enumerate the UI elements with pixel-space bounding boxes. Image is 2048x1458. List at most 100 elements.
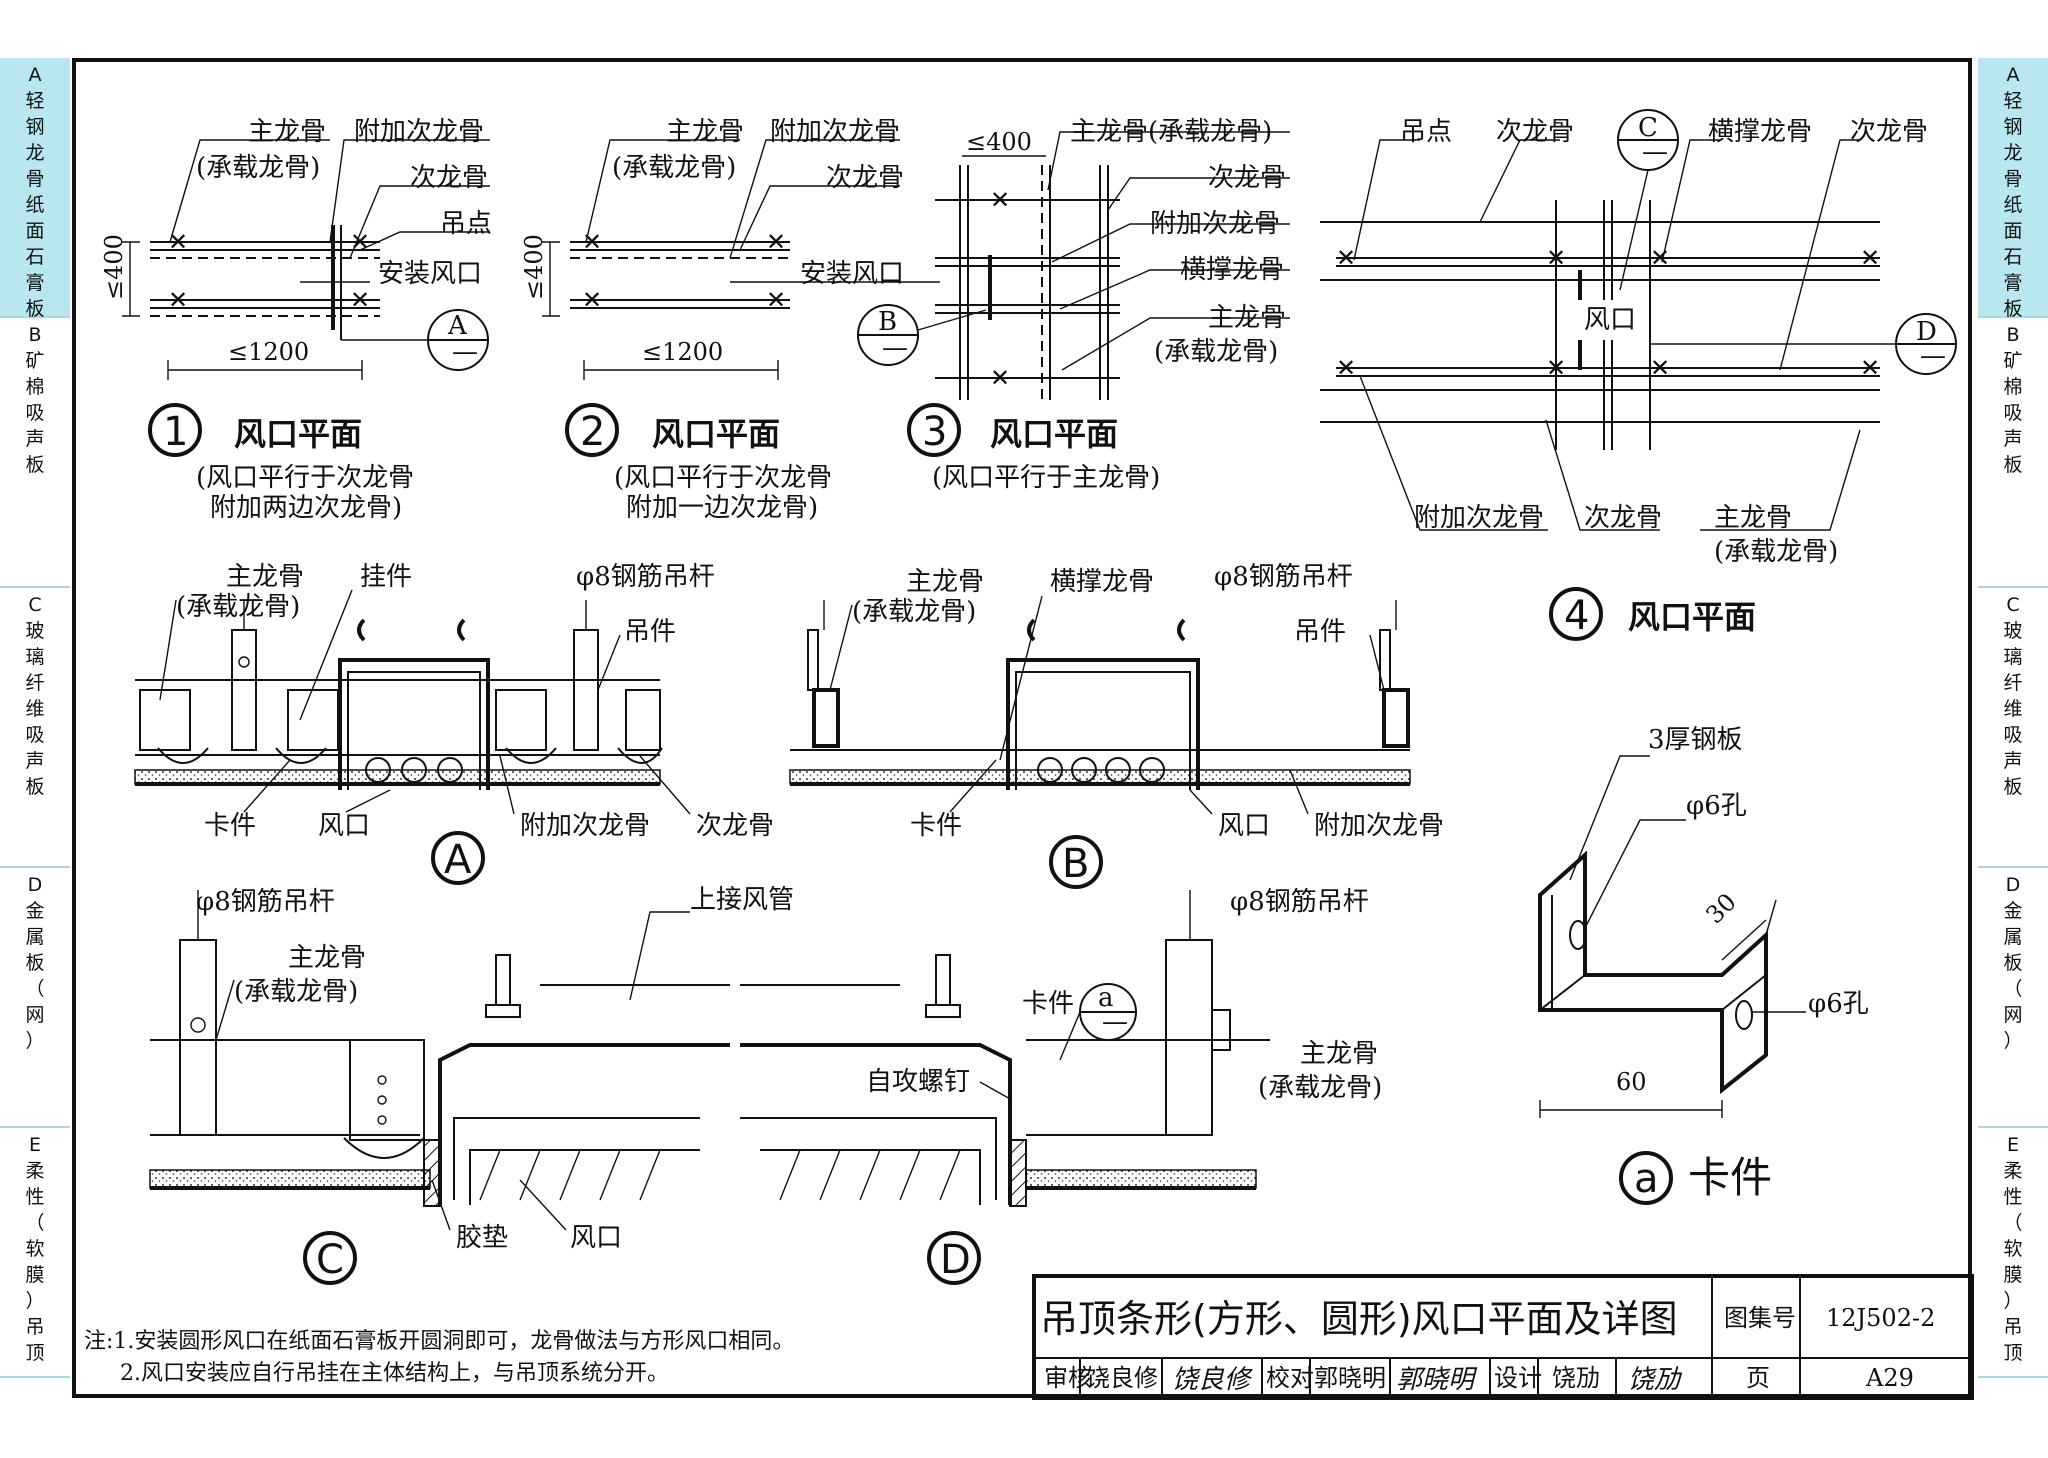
v3-dim: ≤400	[966, 128, 1032, 156]
index-tab-char: 吸	[2003, 402, 2023, 424]
index-tab-char: 膜	[25, 1264, 45, 1286]
sa-ref: A	[444, 837, 472, 883]
index-tab-char: 骨	[2003, 168, 2023, 190]
index-tab-char: 纸	[2003, 194, 2023, 216]
sc-label-main2: (承载龙骨)	[234, 977, 358, 1007]
v1-dim-h: ≤1200	[228, 338, 309, 366]
v1-title: 风口平面	[234, 415, 362, 453]
notes: 注:1.安装圆形风口在纸面石膏板开圆洞即可，龙骨做法与方形风口相同。 2.风口安…	[84, 1329, 794, 1386]
index-tab-char: 璃	[2003, 646, 2023, 668]
sd-label-main2: (承载龙骨)	[1258, 1073, 1382, 1103]
svg-text:✕: ✕	[766, 286, 786, 314]
sa-label-sec: 次龙骨	[696, 811, 774, 841]
v4-ref-c: C	[1638, 113, 1658, 143]
checker-signature: 郭晓明	[1396, 1365, 1478, 1395]
index-tab-char: ）	[25, 1290, 45, 1312]
sd-label-rod: φ8钢筋吊杆	[1230, 887, 1369, 917]
sa-label-main2: (承载龙骨)	[176, 592, 300, 622]
v2-num: 2	[580, 409, 605, 455]
index-tab-char: 钢	[25, 116, 45, 138]
da-label-hole1: φ6孔	[1686, 791, 1747, 821]
svg-text:✕: ✕	[1546, 354, 1566, 382]
sb-ref: B	[1062, 841, 1089, 887]
svg-text:✕: ✕	[582, 228, 602, 256]
index-tab-char: 板	[25, 952, 45, 974]
svg-text:—: —	[1102, 1007, 1128, 1037]
sd-label-clip-ref: a	[1098, 983, 1114, 1013]
atlas-label: 图集号	[1724, 1304, 1796, 1332]
svg-text:✕: ✕	[1546, 244, 1566, 272]
index-tab-letter: D	[27, 874, 43, 896]
designer-signature: 饶劢	[1628, 1365, 1683, 1395]
index-tab-char: 面	[25, 220, 45, 242]
index-tab-char: 声	[2003, 428, 2023, 450]
detail-a-clip: 30 60 3厚钢板 φ6孔 φ6孔 a 卡件	[1538, 725, 1869, 1205]
v1-dim-v: ≤400	[100, 234, 128, 300]
v1-label-vent: 安装风口	[378, 259, 482, 289]
index-tab-letter: E	[2006, 1134, 2019, 1156]
index-tab-char: 维	[2003, 698, 2023, 720]
index-tab-letter: C	[2006, 594, 2020, 616]
svg-text:✕: ✕	[350, 228, 370, 256]
index-tab-letter: A	[28, 64, 42, 86]
index-tab-char: 吸	[25, 402, 45, 424]
section-b: 主龙骨 (承载龙骨) 横撑龙骨 φ8钢筋吊杆 吊件 卡件 风口 附加次龙骨 B	[789, 562, 1444, 889]
sc-label-vent: 风口	[570, 1223, 622, 1253]
index-tab-char: 龙	[2003, 142, 2023, 164]
v3-num: 3	[922, 409, 947, 455]
v2-label-main: 主龙骨	[666, 117, 744, 147]
svg-text:✕: ✕	[1336, 244, 1356, 272]
index-tab-char: 轻	[2003, 90, 2023, 112]
v4-title: 风口平面	[1628, 598, 1756, 636]
v3-label-cross: 横撑龙骨	[1180, 255, 1284, 285]
index-tab-char: 性	[2003, 1186, 2023, 1208]
svg-text:✕: ✕	[990, 186, 1010, 214]
v4-label-main: 主龙骨	[1714, 503, 1792, 533]
svg-text:—: —	[1920, 341, 1946, 371]
reviewer-signature: 饶良修	[1172, 1365, 1253, 1395]
index-tab-char: 板	[25, 776, 45, 798]
v3-label-sec: 次龙骨	[1208, 163, 1286, 193]
v4-label-add: 附加次龙骨	[1414, 503, 1544, 533]
da-dim60: 60	[1616, 1068, 1647, 1096]
sb-label-rod: φ8钢筋吊杆	[1214, 562, 1353, 592]
v3-label-main: 主龙骨(承载龙骨)	[1070, 117, 1272, 147]
page-label: 页	[1746, 1364, 1770, 1392]
v2-label-main2: (承载龙骨)	[612, 153, 736, 183]
sd-label-main: 主龙骨	[1300, 1039, 1378, 1069]
da-label-hole2: φ6孔	[1808, 989, 1869, 1019]
index-tab-char: 面	[2003, 220, 2023, 242]
sb-label-hanger: 吊件	[1294, 617, 1346, 647]
plan-view-2: ✕✕ ✕✕ ≤400 ≤1200 主龙骨 (承载龙骨) 附加次龙骨 次龙骨 安装…	[520, 117, 940, 523]
sb-label-main2: (承载龙骨)	[852, 597, 976, 627]
index-tab-char: 声	[25, 750, 45, 772]
index-tab-char: 属	[2003, 926, 2023, 948]
sc-label-main: 主龙骨	[288, 943, 366, 973]
index-tab-char: 轻	[25, 90, 45, 112]
index-tab-char: 声	[2003, 750, 2023, 772]
v4-label-cross: 横撑龙骨	[1708, 117, 1812, 147]
index-tab-letter: E	[28, 1134, 41, 1156]
v1-label-main2: (承载龙骨)	[196, 153, 320, 183]
sc-label-duct: 上接风管	[690, 885, 794, 915]
index-tab-char: 网	[2003, 1004, 2023, 1026]
note-line-2: 2.风口安装应自行吊挂在主体结构上，与吊顶系统分开。	[120, 1361, 669, 1386]
index-tab-char: 属	[25, 926, 45, 948]
v4-label-main2: (承载龙骨)	[1714, 537, 1838, 567]
svg-text:✕: ✕	[990, 364, 1010, 392]
index-tab-letter: A	[2006, 64, 2020, 86]
index-tab-char: 吸	[25, 724, 45, 746]
v1-sub1: (风口平行于次龙骨	[196, 463, 414, 493]
sa-label-main: 主龙骨	[226, 562, 304, 592]
